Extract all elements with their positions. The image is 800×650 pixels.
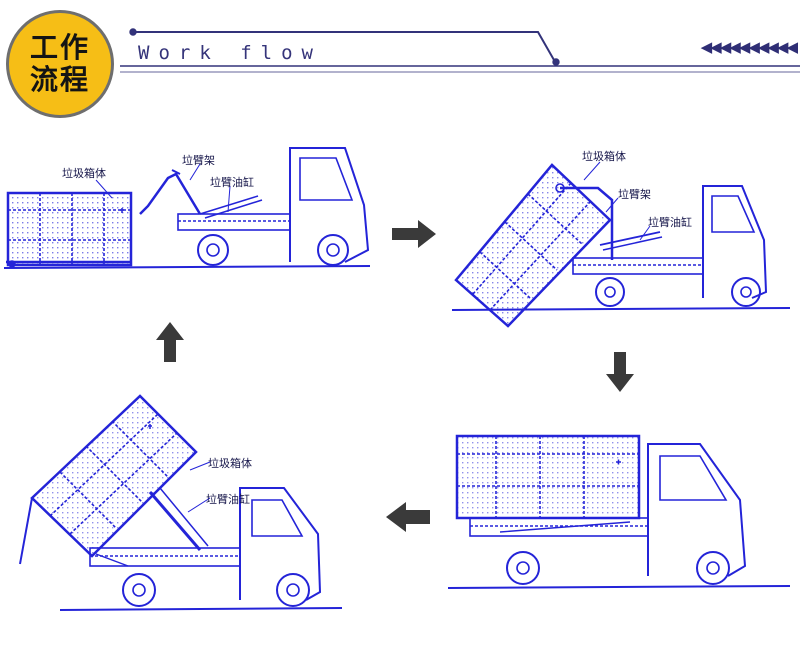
label-arm-frame-stage-2: 垃臂架 — [618, 188, 651, 201]
stage-1-truck-bin-ground — [3, 147, 371, 269]
label-arm-cylinder-stage-4: 垃臂油缸 — [206, 493, 250, 506]
arrow-left-icon — [386, 502, 430, 532]
label-arm-frame-stage-1: 垃臂架 — [182, 154, 215, 167]
subtitle: Work flow — [138, 42, 322, 64]
arrow-up-icon — [156, 322, 184, 362]
title-badge: 工作 流程 — [6, 10, 114, 118]
label-bin-body-stage-2: 垃圾箱体 — [582, 150, 626, 163]
title-line-2: 流程 — [29, 63, 90, 96]
label-leader-lines — [95, 161, 651, 513]
arrow-down-icon — [606, 352, 634, 392]
header: 工作 流程 Work flow ◀◀◀◀◀◀◀◀◀◀ — [0, 0, 800, 125]
flow-arrows — [156, 220, 634, 532]
stage-4-bin-dumping — [19, 394, 343, 611]
arrow-right-icon — [392, 220, 436, 248]
label-arm-cylinder-stage-1: 垃臂油缸 — [210, 176, 254, 189]
label-bin-body-stage-4: 垃圾箱体 — [208, 457, 252, 470]
header-lines — [120, 28, 800, 73]
label-bin-body-stage-1: 垃圾箱体 — [62, 167, 106, 180]
stage-3-bin-loaded — [447, 434, 791, 589]
chevron-arrows-icon: ◀◀◀◀◀◀◀◀◀◀ — [700, 38, 798, 56]
title-line-1: 工作 — [29, 31, 90, 64]
stage-2-bin-lifting — [451, 163, 791, 328]
label-arm-cylinder-stage-2: 垃臂油缸 — [648, 216, 692, 229]
